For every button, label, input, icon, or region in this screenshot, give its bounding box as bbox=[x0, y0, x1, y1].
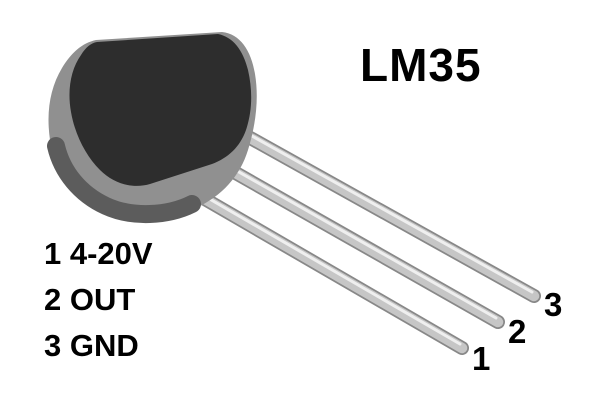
pin3-function-label: 3 GND bbox=[44, 328, 139, 363]
pin2-number-label: 2 bbox=[508, 313, 527, 350]
package-bottom-shadow bbox=[47, 137, 201, 223]
pin2-function-label: 2 OUT bbox=[44, 282, 136, 317]
pin3-number-label: 3 bbox=[544, 286, 563, 323]
pin1-number-label: 1 bbox=[472, 340, 491, 377]
pin1-lead bbox=[165, 173, 469, 355]
pin2-lead bbox=[197, 148, 505, 329]
pin1-lead-fill bbox=[166, 174, 468, 354]
part-number-label: LM35 bbox=[360, 39, 482, 91]
pin2-lead-fill bbox=[198, 149, 504, 328]
pin3-lead-highlight bbox=[232, 124, 534, 294]
pin1-function-label: 1 4-20V bbox=[44, 236, 153, 271]
pin2-lead-highlight bbox=[200, 149, 498, 320]
package-face bbox=[69, 34, 252, 186]
pin3-lead bbox=[229, 123, 541, 303]
pin1-lead-highlight bbox=[168, 174, 462, 346]
pin3-lead-fill bbox=[230, 124, 540, 302]
